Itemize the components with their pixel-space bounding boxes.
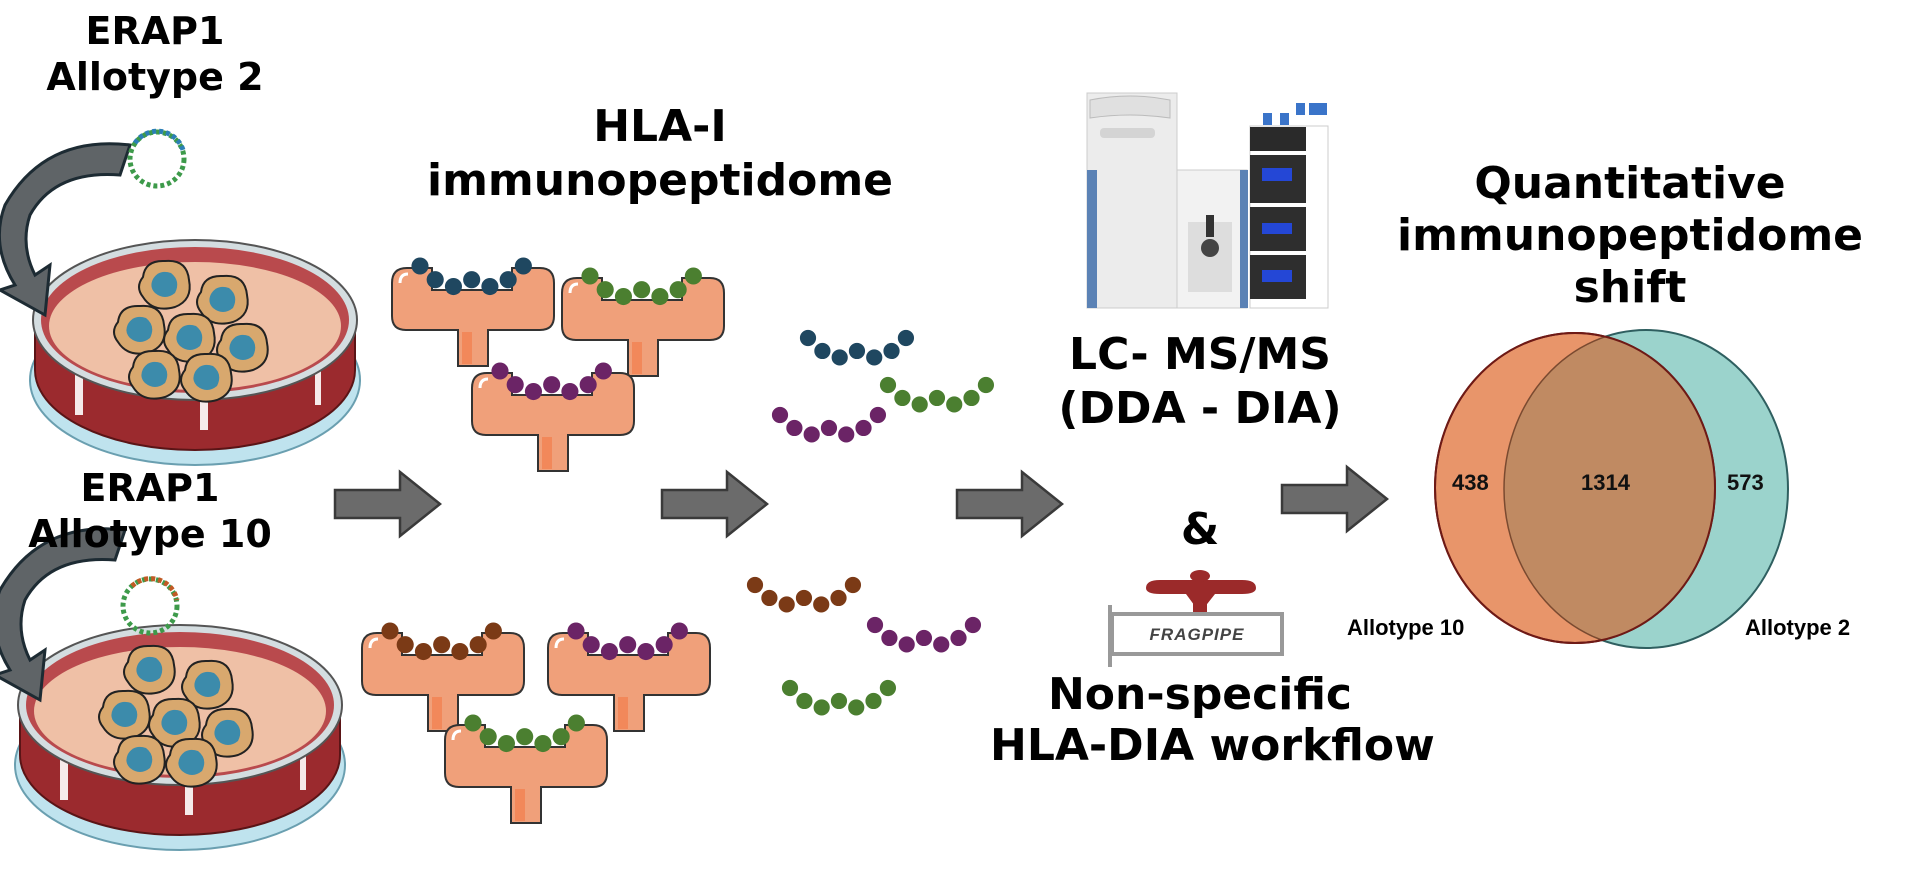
venn-label-allotype-2: Allotype 2 (1745, 615, 1851, 640)
bound-peptide (567, 622, 688, 661)
lcms-line1: LC- MS/MS (1069, 329, 1331, 380)
bound-peptide (581, 267, 702, 306)
venn-label-allotype-10: Allotype 10 (1347, 615, 1465, 640)
free-peptide (866, 616, 982, 653)
venn-title-line1: Quantitative (1474, 158, 1786, 209)
venn-title-line3: shift (1573, 261, 1687, 313)
venn-title-line2: immunopeptidome (1396, 209, 1864, 261)
plasmid-icon-allotype-2 (127, 128, 187, 189)
hla-title-line2: immunopeptidome (426, 154, 894, 206)
flow-arrow-1 (333, 469, 443, 539)
free-peptides (746, 329, 995, 716)
workflow-label: Non-specific HLA-DIA workflow (990, 669, 1435, 771)
hla-title-line1: HLA-I (593, 101, 727, 152)
venn-count-overlap: 1314 (1581, 470, 1630, 495)
hla-title: HLA-I immunopeptidome (400, 100, 920, 207)
label-allotype-10-text: Allotype 10 (28, 512, 272, 557)
workflow-line1: Non-specific (1047, 669, 1353, 720)
bound-peptide (464, 714, 585, 753)
venn-count-allotype-10-only: 438 (1452, 470, 1489, 495)
label-allotype-2: ERAP1 Allotype 2 (30, 8, 280, 101)
bound-peptide (381, 622, 502, 661)
workflow-line2: HLA-DIA workflow (990, 719, 1435, 771)
label-erap1-top: ERAP1 (85, 9, 225, 53)
label-allotype-2-text: Allotype 2 (46, 55, 264, 100)
bound-peptide (411, 257, 532, 296)
flow-arrow-3 (955, 469, 1065, 539)
flow-arrow-4 (1280, 464, 1390, 534)
hla-molecules (360, 257, 726, 825)
ampersand: & (1180, 504, 1220, 555)
free-peptide (771, 406, 887, 443)
lcms-label: LC- MS/MS (DDA - DIA) (1050, 328, 1350, 435)
label-erap1-bottom: ERAP1 (80, 466, 220, 510)
bound-peptide (491, 362, 612, 401)
label-allotype-10: ERAP1 Allotype 10 (15, 465, 285, 558)
fragpipe-logo: FRAGPIPE (1108, 570, 1284, 667)
venn-count-allotype-2-only: 573 (1727, 470, 1764, 495)
lcms-line2: (DDA - DIA) (1058, 382, 1342, 434)
plasmid-icon-allotype-10 (120, 576, 180, 636)
venn-diagram (1434, 329, 1789, 649)
fragpipe-logo-text: FRAGPIPE (1150, 625, 1245, 644)
petri-dish-allotype-2 (29, 239, 361, 466)
flow-arrow-2 (660, 469, 770, 539)
petri-dish-allotype-10 (14, 624, 346, 851)
free-peptide (746, 576, 862, 613)
free-peptide (879, 376, 995, 413)
free-peptide (799, 329, 915, 366)
mass-spectrometer-image (1086, 92, 1329, 309)
venn-title: Quantitative immunopeptidome shift (1380, 158, 1880, 314)
free-peptide (781, 679, 897, 716)
